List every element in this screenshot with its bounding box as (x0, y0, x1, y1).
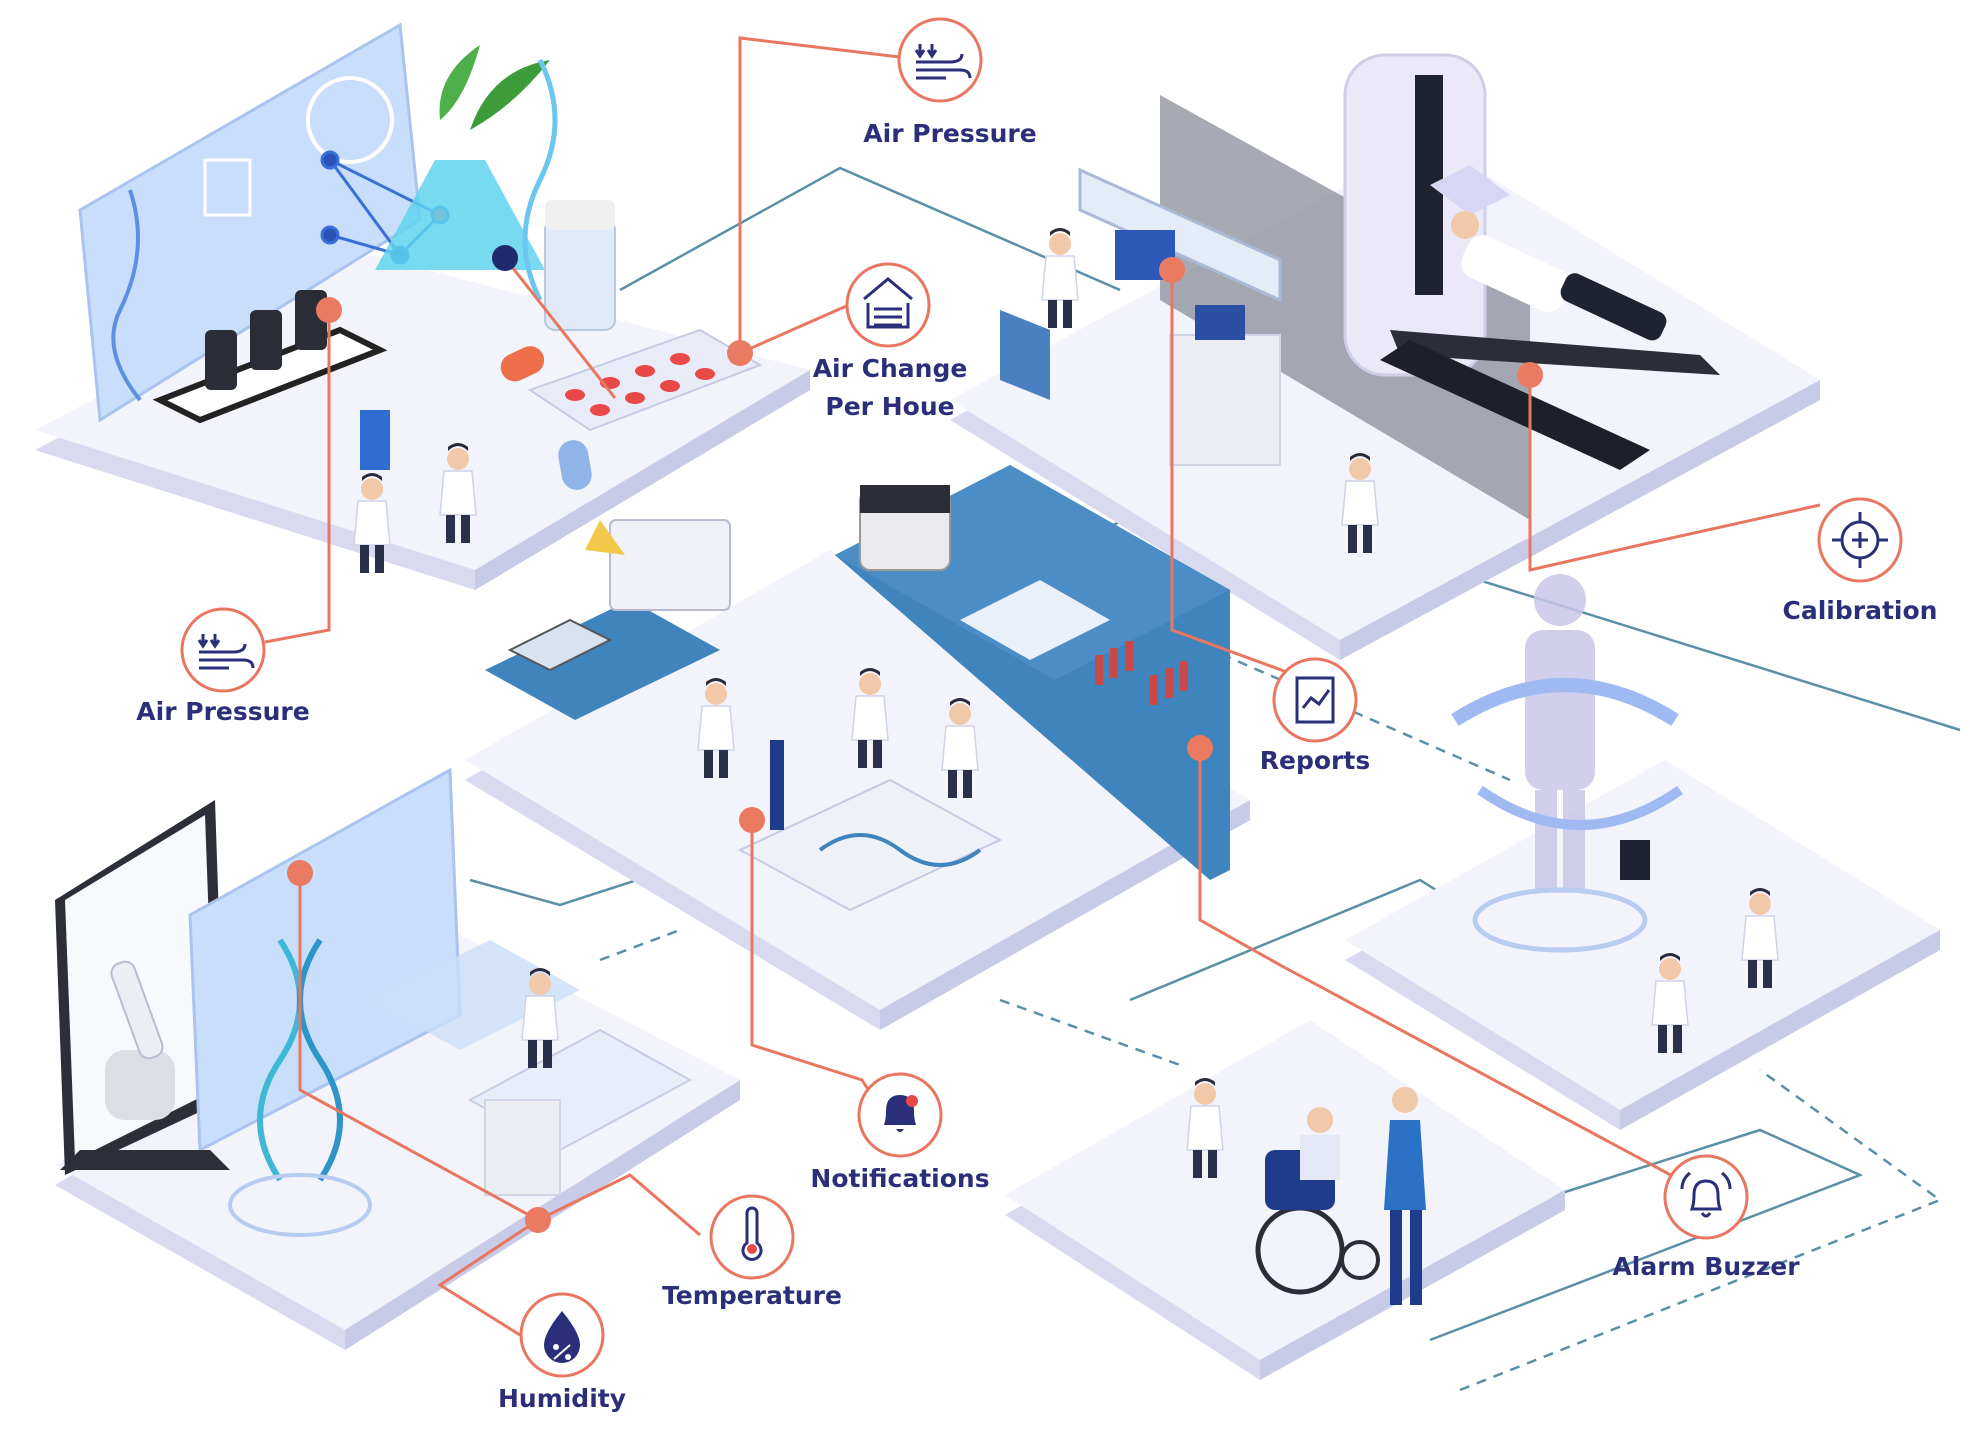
patient-care-scene (1186, 1077, 1426, 1305)
hologram-room-scene (1451, 574, 1779, 1054)
reports-icon (1272, 657, 1358, 743)
alarm-bell-icon (1663, 1154, 1749, 1240)
label-humidity: Humidity (497, 1384, 627, 1413)
air-change-icon (845, 262, 931, 348)
wheelchair-icon (1255, 1107, 1380, 1295)
mri-scanner-icon (1451, 211, 1667, 341)
thermometer-icon (709, 1194, 795, 1280)
genetics-desk-scene (55, 767, 693, 1237)
label-air-change: Air Change Per Houe (790, 350, 990, 426)
air-pressure-icon (180, 607, 266, 693)
humidity-icon (519, 1292, 605, 1378)
label-air-change-text: Air Change Per Houe (812, 354, 968, 421)
sample-lab-scene (485, 465, 1230, 912)
lab-bench-icon (1095, 641, 1188, 705)
label-air-pressure-top: Air Pressure (863, 119, 1037, 148)
calibration-icon (1817, 497, 1903, 583)
label-calibration: Calibration (1782, 596, 1938, 625)
robot-arm-icon (60, 960, 230, 1170)
sensor-dots (287, 245, 1543, 1233)
sensor-badges (180, 17, 1903, 1378)
imaging-room-scene (1000, 53, 1720, 554)
platform-hologram-room (1345, 760, 1940, 1130)
air-pressure-icon (897, 17, 983, 103)
label-notifications: Notifications (810, 1164, 990, 1193)
lab-research-scene (78, 22, 763, 574)
notification-bell-icon (857, 1072, 943, 1158)
label-reports: Reports (1259, 746, 1371, 775)
label-air-pressure-left: Air Pressure (136, 697, 310, 726)
label-alarm-buzzer: Alarm Buzzer (1612, 1252, 1800, 1281)
label-temperature: Temperature (662, 1281, 842, 1310)
